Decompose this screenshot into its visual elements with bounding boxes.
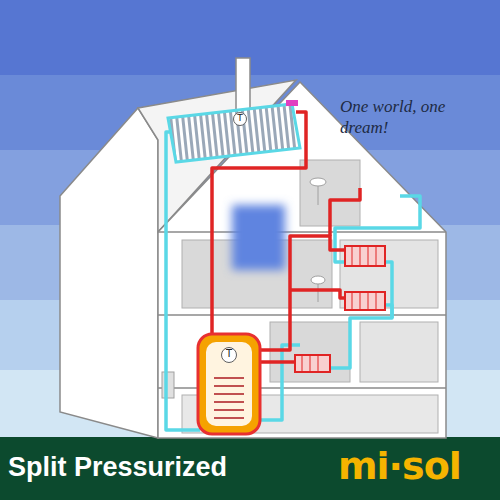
- collector-return-pipe: [166, 132, 200, 430]
- radiator-fins: [302, 246, 376, 372]
- hot-supply-pipe: [258, 360, 295, 364]
- radiator: [345, 246, 385, 266]
- front-wall: [158, 82, 446, 438]
- radiator: [295, 355, 330, 372]
- radiator-return-pipe: [385, 262, 392, 318]
- rooms: [182, 160, 438, 433]
- footer-bar: [0, 437, 500, 500]
- slogan-text: One world, one dream!: [340, 96, 458, 139]
- side-wall: [60, 108, 158, 438]
- hot-supply-pipe: [290, 290, 345, 298]
- blurred-patch: [232, 205, 285, 270]
- hot-pipes: [212, 112, 360, 362]
- tank-inner: [206, 342, 252, 426]
- sensor-marker: T: [221, 347, 237, 363]
- radiators: [295, 246, 385, 372]
- room: [360, 322, 438, 382]
- sensor-marker: T: [233, 112, 247, 126]
- controller-box: [162, 372, 174, 398]
- washbasin: [310, 178, 326, 186]
- washbasin-stand: [318, 186, 319, 205]
- hot-water-pipe: [330, 188, 360, 236]
- collector-header: [286, 100, 298, 106]
- hot-supply-pipe: [258, 236, 345, 350]
- brand-logo: mi·sol: [338, 444, 461, 488]
- washbasin: [311, 276, 325, 284]
- tank-shell: [198, 334, 260, 434]
- cold-water-pipe: [258, 345, 300, 420]
- sky-bands: [0, 0, 500, 437]
- floor-line: [158, 231, 446, 233]
- floor-line: [158, 314, 446, 316]
- storage-tank: [198, 334, 260, 434]
- collector-flow-pipe: [212, 112, 306, 336]
- radiator: [345, 292, 385, 310]
- solar-collector: [168, 104, 300, 162]
- radiator-return-pipe: [330, 305, 392, 368]
- caption-text: Split Pressurized: [8, 452, 227, 483]
- washbasin-stand: [318, 284, 319, 302]
- heat-exchanger-coil: [214, 378, 244, 418]
